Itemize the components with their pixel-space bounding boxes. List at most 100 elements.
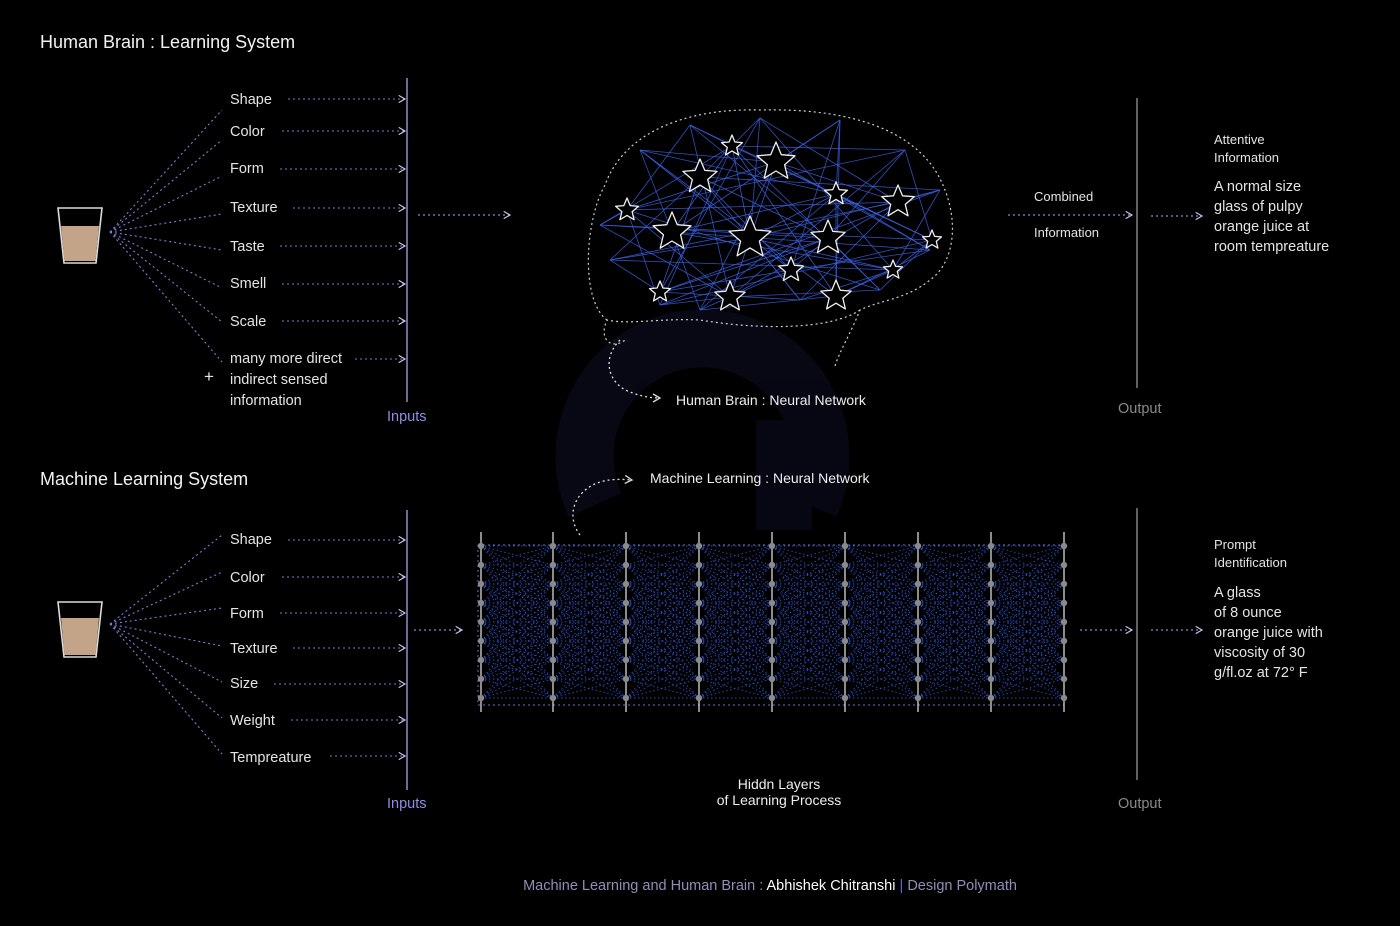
layer-node: [695, 561, 703, 569]
neuron-link: [626, 201, 899, 211]
neuron: [728, 215, 772, 257]
layer-link: [552, 602, 627, 661]
layer-link: [698, 583, 773, 642]
layer-node: [477, 637, 485, 645]
human-fan-lines: [109, 109, 223, 363]
layer-link: [990, 564, 1065, 623]
layer-link: [625, 564, 700, 623]
neuron-link: [659, 296, 731, 306]
layer-link: [771, 545, 846, 604]
layer-link: [625, 659, 700, 699]
layer-link: [480, 640, 554, 699]
layer-node: [987, 675, 995, 683]
neuron-link: [659, 145, 733, 306]
layer-node: [987, 580, 995, 588]
layer-link: [625, 621, 700, 680]
layer-node: [1060, 656, 1068, 664]
layer-link: [698, 678, 773, 699]
layer-link: [480, 678, 554, 699]
layer-link: [625, 545, 700, 623]
layer-link: [990, 564, 1065, 585]
neuron: [823, 181, 849, 205]
layer-link: [625, 659, 700, 680]
layer-link: [917, 583, 992, 604]
machine-fan-lines: [109, 534, 223, 755]
layer-link: [990, 640, 1065, 661]
layer-link: [917, 545, 992, 566]
layer-link: [990, 583, 1065, 642]
layer-node: [622, 694, 630, 702]
neuron-link: [639, 149, 673, 233]
layer-link: [990, 583, 1065, 661]
layer-link: [480, 545, 554, 604]
neuron-link: [731, 145, 906, 151]
neuron: [810, 219, 846, 254]
human-input-extra-line-3: information: [230, 393, 302, 409]
neuron-link: [790, 119, 841, 271]
layer-link: [625, 545, 700, 604]
layer-link: [990, 659, 1065, 680]
layer-link: [771, 583, 846, 642]
hidden-label-1: Hiddn Layers: [738, 776, 821, 792]
layer-node: [477, 542, 485, 550]
layer-link: [917, 621, 992, 680]
layer-link: [552, 583, 627, 642]
layer-link: [552, 602, 627, 623]
layer-link: [480, 583, 554, 661]
layer-link: [552, 621, 627, 680]
layer-node: [914, 675, 922, 683]
machine-network-label: Machine Learning : Neural Network: [650, 470, 870, 486]
neuron-link: [835, 193, 931, 251]
layer-node: [841, 618, 849, 626]
layer-node: [841, 561, 849, 569]
layer-link: [625, 621, 700, 699]
layer-node: [1060, 561, 1068, 569]
layer-link: [990, 545, 1065, 604]
layer-link: [698, 659, 773, 680]
layer-link: [917, 564, 992, 623]
layer-link: [625, 678, 700, 699]
layer-link: [917, 678, 992, 699]
machine-glass-icon: [57, 601, 103, 658]
layer-node: [841, 694, 849, 702]
combined-line-2: Information: [1034, 225, 1099, 240]
layer-node: [549, 561, 557, 569]
layer-link: [917, 564, 992, 623]
layer-link: [917, 564, 992, 642]
fan-line: [109, 623, 223, 719]
neuron-link: [609, 176, 701, 261]
layer-link: [698, 583, 773, 604]
layer-link: [844, 583, 919, 642]
neuron-link: [689, 124, 731, 298]
layer-node: [987, 542, 995, 550]
layer-node: [477, 561, 485, 569]
hidden-label-2: of Learning Process: [717, 792, 842, 808]
layer-node: [622, 637, 630, 645]
layer-link: [771, 659, 846, 680]
layer-link: [917, 602, 992, 661]
layer-link: [552, 602, 627, 680]
layer-link: [990, 640, 1065, 699]
neuron-link: [599, 224, 829, 239]
layer-link: [552, 564, 627, 585]
neuron-link: [775, 161, 931, 251]
layer-node: [768, 675, 776, 683]
layer-link: [917, 583, 992, 604]
human-input-smell: Smell: [230, 276, 266, 292]
layer-node: [1060, 694, 1068, 702]
layer-link: [552, 659, 627, 680]
layer-link: [698, 602, 773, 661]
layer-link: [552, 564, 627, 642]
layer-link: [698, 640, 773, 661]
layer-node: [768, 561, 776, 569]
neuron-link: [879, 239, 933, 291]
layer-link: [480, 545, 554, 585]
layer-node: [1060, 580, 1068, 588]
layer-link: [990, 621, 1065, 680]
layer-link: [771, 602, 846, 623]
layer-link: [990, 621, 1065, 642]
layer-node: [841, 580, 849, 588]
layer-link: [625, 564, 700, 585]
layer-link: [552, 659, 627, 699]
layer-node: [1060, 618, 1068, 626]
